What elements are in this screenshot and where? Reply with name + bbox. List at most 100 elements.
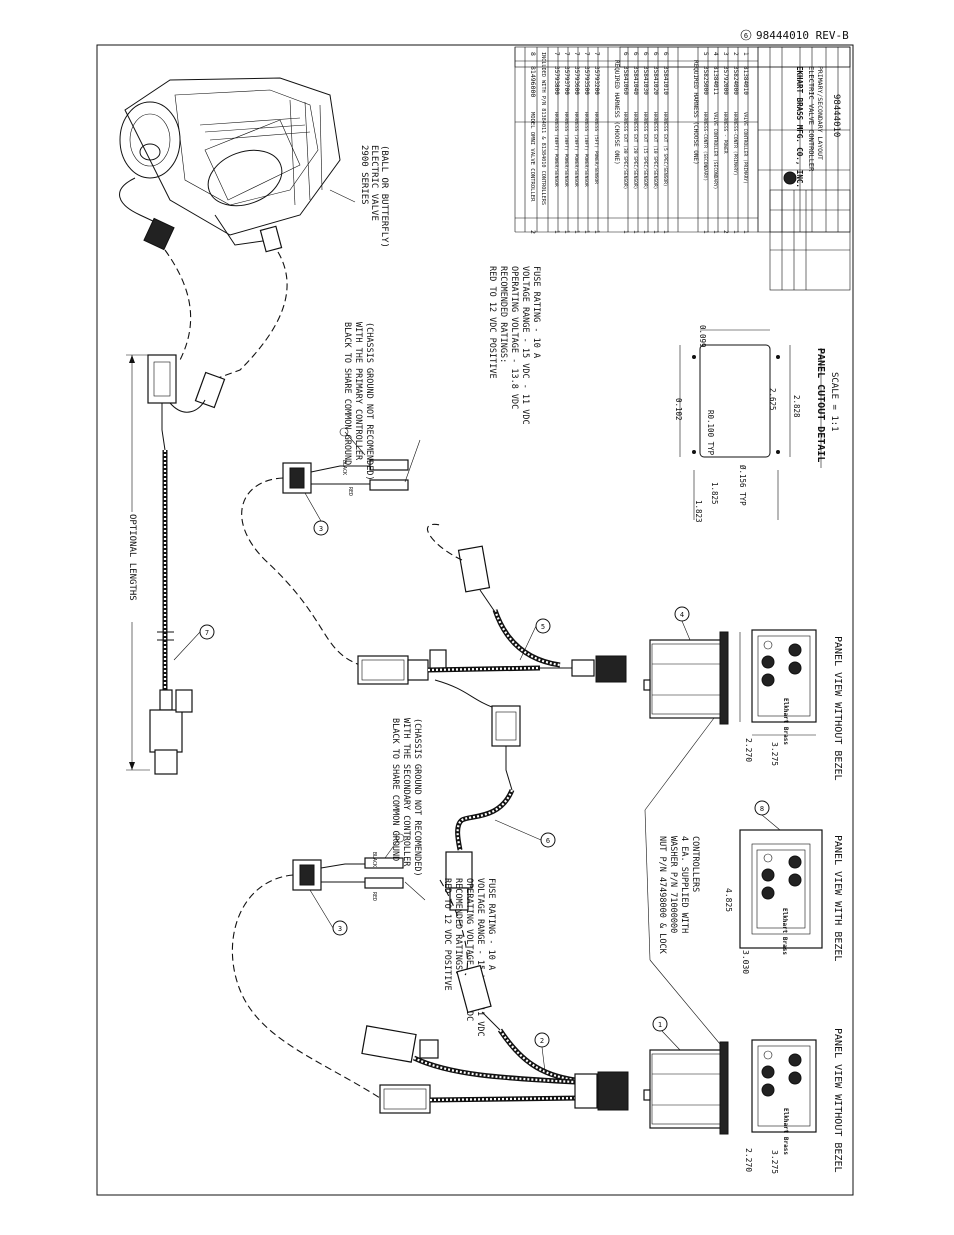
led-icon xyxy=(763,1050,773,1060)
bom-cell: 3 xyxy=(722,52,729,56)
bom-cell: 1 xyxy=(652,230,659,234)
bom-cell: 35793800 xyxy=(553,66,560,95)
wire-label-black-upper: BLACK xyxy=(341,460,347,475)
bom-cell: HARNESS EXT (10 SPEC/SENSOR) xyxy=(652,112,658,189)
title-line-2: PRIMARY/SECONDARY LAYOUT xyxy=(816,66,824,160)
led-icon xyxy=(763,640,773,650)
svg-text:VOLTAGE RANGE - 15 VDC - 11 VD: VOLTAGE RANGE - 15 VDC - 11 VDC xyxy=(520,266,530,425)
bom-cell: 6 xyxy=(642,52,649,56)
svg-text:WITH THE SECONDARY CONTROLLER: WITH THE SECONDARY CONTROLLER xyxy=(401,718,411,867)
black-secondary-note: BLACK TO SHARE COMMON GROUND WITH THE SE… xyxy=(390,718,422,877)
arrow-button-icon xyxy=(788,643,802,657)
svg-text:0.099: 0.099 xyxy=(698,325,707,348)
bom-cell: 7 xyxy=(583,52,590,56)
bom-cell: 1 xyxy=(622,230,629,234)
bom-cell: 6 xyxy=(632,52,639,56)
svg-text:2.625: 2.625 xyxy=(768,388,777,411)
harness-7 xyxy=(147,354,226,775)
bom-cell: HARNESS-CONTR (SECONDARY) xyxy=(702,112,708,181)
svg-text:VOLTAGE RANGE - 15 VDC - 11 VD: VOLTAGE RANGE - 15 VDC - 11 VDC xyxy=(475,878,485,1037)
cutout-scale: SCALE = 1:1 xyxy=(829,372,839,432)
svg-text:CONTROLLERS: CONTROLLERS xyxy=(690,836,700,892)
controller-1-primary-side xyxy=(643,1041,729,1135)
part-number: 98444010 xyxy=(831,94,841,137)
bubble-5: 5 xyxy=(541,623,545,631)
wire-label-red-lower: RED xyxy=(371,892,377,901)
bubble-8: 8 xyxy=(760,805,764,813)
brand-label-bezel: Elkhart Brass xyxy=(781,908,788,955)
bom-cell: HARNESS (30FT) POWER/SENSOR xyxy=(563,112,569,187)
bom-cell: 35793200 xyxy=(593,66,600,95)
svg-text:FUSE RATING - 10 A: FUSE RATING - 10 A xyxy=(486,878,496,970)
bom-cell: 81384011 xyxy=(712,66,719,95)
bom-cell: 1 xyxy=(702,230,709,234)
svg-text:2.828: 2.828 xyxy=(792,395,801,418)
sensor-link-dashed xyxy=(427,523,463,561)
bom-cell: 6 xyxy=(662,52,669,56)
svg-text:1.823: 1.823 xyxy=(694,500,703,523)
bubble-3-lower: 3 xyxy=(338,925,342,933)
bom-cell: 35793500 xyxy=(583,66,590,95)
doc-ref-marker: 6 xyxy=(744,32,748,40)
black-wire-lead-lower xyxy=(364,857,404,869)
red-wire-lead-upper xyxy=(369,479,409,491)
panel-view-with-bezel: PANEL VIEW WITH BEZEL xyxy=(832,835,843,961)
brand-label-secondary: Elkhart Brass xyxy=(782,698,789,745)
doc-ref: 6 98444010 REV-B xyxy=(740,29,849,42)
svg-text:OPERATING VOLTAGE - 13.8 VDC: OPERATING VOLTAGE - 13.8 VDC xyxy=(509,266,519,409)
svg-text:3.275: 3.275 xyxy=(770,1150,779,1174)
bom-cell: 1 xyxy=(732,230,739,234)
harness-2 xyxy=(361,964,629,1114)
controller-4-secondary-side xyxy=(643,631,729,725)
svg-text:NUT P/N 47498000 & LOCK: NUT P/N 47498000 & LOCK xyxy=(657,836,667,955)
bom-cell: 1 xyxy=(742,52,749,56)
bom-cell: 35792000 xyxy=(722,66,729,95)
valve-label-l2: ELECTRIC VALVE xyxy=(369,145,379,221)
harness-5-connector-left xyxy=(357,655,409,685)
bom-cell: 2 xyxy=(732,52,739,56)
title-block: EKHART BRASS MFG. CO., INC. ELECTRIC VAL… xyxy=(757,46,851,291)
svg-text:3.275: 3.275 xyxy=(770,742,779,766)
bom-cell: HARNESS EXT (15 SPEC/SENSOR) xyxy=(642,112,648,189)
bom-cell: HARNESS EXT (5 SPEC/SENSOR) xyxy=(662,112,668,187)
harness-7-connector-bottom xyxy=(149,709,183,753)
svg-text:RECOMENDED RATINGS:: RECOMENDED RATINGS: xyxy=(498,266,508,363)
svg-text:RECOMENDED RATINGS:: RECOMENDED RATINGS: xyxy=(453,878,463,975)
bom-cell: 7 xyxy=(593,52,600,56)
valve-label: 2900 SERIES ELECTRIC VALVE (BALL OR BUTT… xyxy=(329,145,389,248)
black-wire-lead-upper xyxy=(369,459,409,471)
fan-button-icon xyxy=(761,1065,775,1079)
bom-cell: 1 xyxy=(662,230,669,234)
svg-text:R0.100 TYP: R0.100 TYP xyxy=(706,410,715,456)
note-marker-lower xyxy=(395,833,405,843)
bom-item-8: 8 xyxy=(529,52,537,56)
bom-cell: 1 xyxy=(573,230,580,234)
svg-text:2.270: 2.270 xyxy=(744,1148,753,1172)
bom-cell: HARNESS-CONTR (PRIMARY) xyxy=(732,112,738,176)
harness-2-connector-left xyxy=(379,1084,431,1114)
bom-cell: 1 xyxy=(712,230,719,234)
bubble-1: 1 xyxy=(658,1021,662,1029)
bom-cell: 5 xyxy=(702,52,709,56)
sensor-cable-dashed xyxy=(164,249,192,361)
panel-view-without-bezel-secondary: PANEL VIEW WITHOUT BEZEL xyxy=(832,636,843,781)
harness-6 xyxy=(434,679,521,911)
panel-cutout-detail: 0.099 0.102 R0.100 TYP 2.625 2.828 1.825… xyxy=(674,325,839,523)
bom-cell: 1 xyxy=(742,230,749,234)
harness-5-connector-top xyxy=(457,545,491,593)
bom-cell: 1 xyxy=(583,230,590,234)
arrow-button-icon xyxy=(788,1053,802,1067)
bom-cell: 35825000 xyxy=(702,66,709,95)
svg-text:(CHASSIS GROUND NOT RECOMENDED: (CHASSIS GROUND NOT RECOMENDED) xyxy=(412,718,422,877)
svg-text:RED TO 12 VDC POSITIVE: RED TO 12 VDC POSITIVE xyxy=(487,266,497,379)
